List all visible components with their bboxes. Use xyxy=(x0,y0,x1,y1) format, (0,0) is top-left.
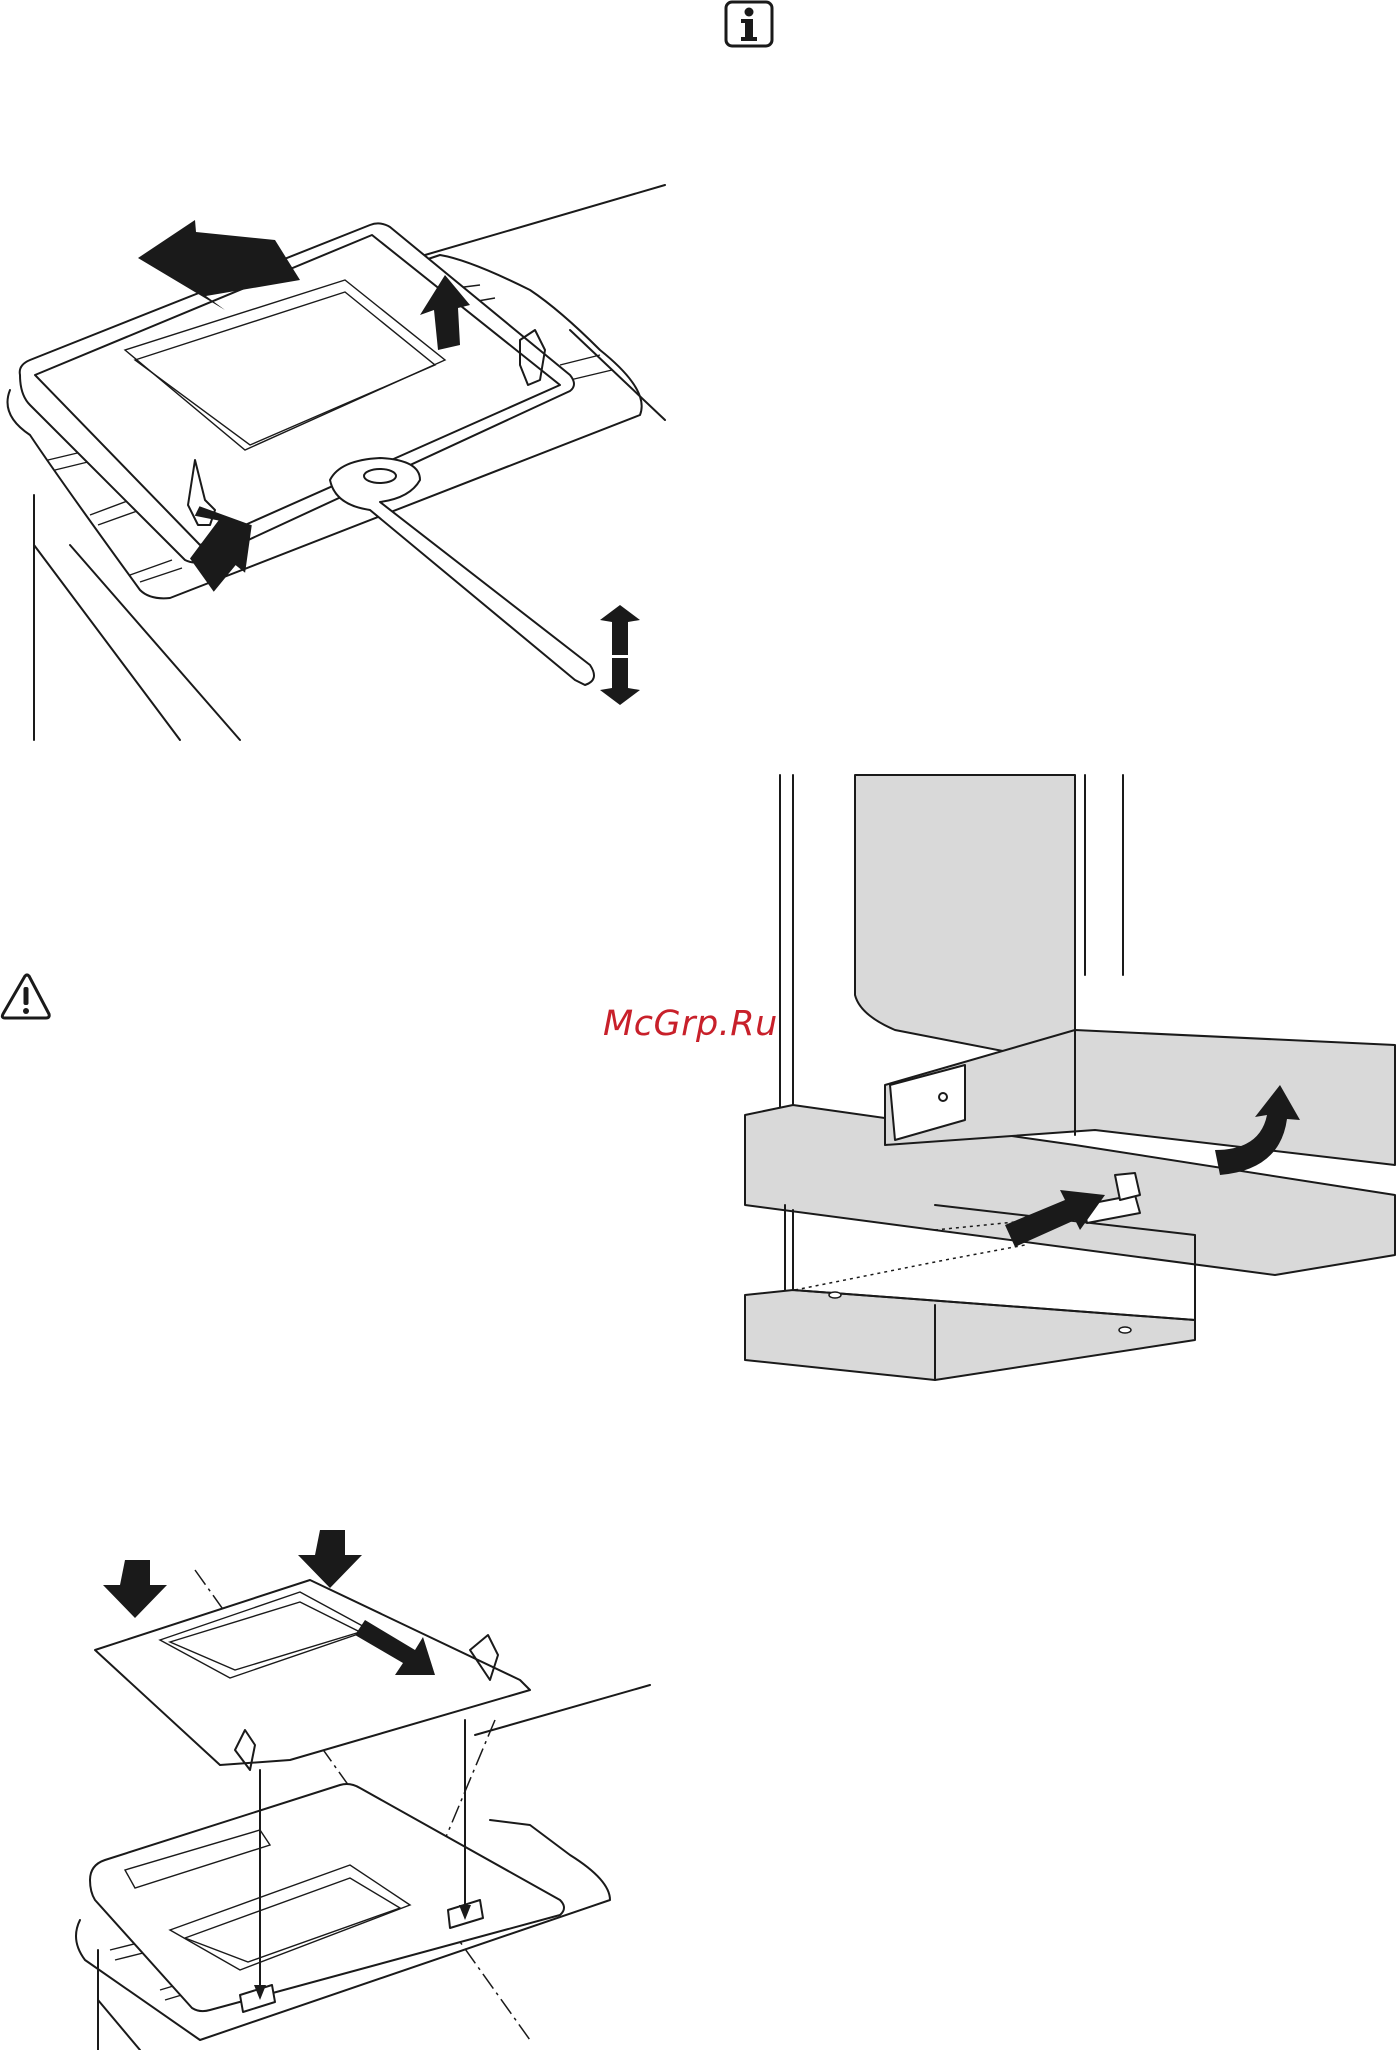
door-removal-illustration xyxy=(0,180,670,930)
warning-triangle-icon xyxy=(0,972,52,1022)
arrow-down-icon xyxy=(103,1560,167,1618)
door-glass-refit-illustration xyxy=(50,1520,650,2050)
door-seal-cover-illustration xyxy=(735,775,1395,1395)
arrow-up-down-icon xyxy=(600,605,640,655)
info-icon xyxy=(724,0,774,48)
